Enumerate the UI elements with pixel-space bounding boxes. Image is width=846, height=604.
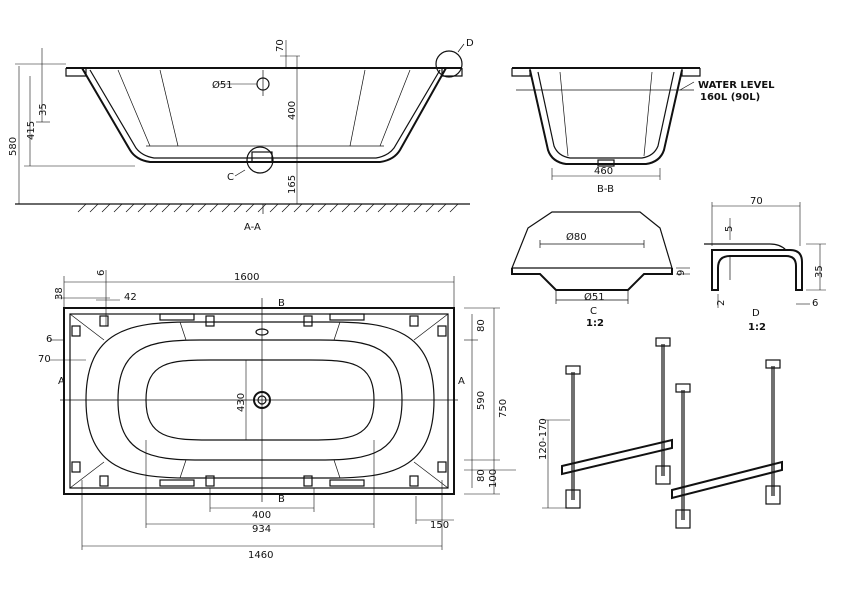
dim-legs-120-170: 120-170 bbox=[538, 418, 549, 460]
dim-plan-934: 934 bbox=[252, 524, 271, 535]
dim-plan-6-top: 6 bbox=[96, 270, 107, 276]
dim-aa-165: 165 bbox=[287, 175, 298, 194]
water-level-line1: WATER LEVEL bbox=[698, 80, 775, 91]
detail-c-circle bbox=[246, 146, 274, 174]
marker-d-label: D bbox=[466, 38, 474, 49]
section-aa-elevation: 70 Ø51 35 415 580 400 165 C D A-A bbox=[8, 38, 474, 233]
dim-plan-150: 150 bbox=[430, 520, 449, 531]
support-legs: 120-170 bbox=[538, 337, 783, 529]
detail-d-scale: 1:2 bbox=[748, 322, 766, 333]
dim-plan-750: 750 bbox=[498, 399, 509, 418]
dim-aa-51: Ø51 bbox=[212, 79, 233, 91]
section-aa-title: A-A bbox=[244, 222, 261, 233]
water-level-line2: 160L (90L) bbox=[700, 92, 760, 103]
detail-d: 70 5 35 2 6 D 1:2 bbox=[704, 196, 826, 333]
dim-aa-70: 70 bbox=[275, 39, 286, 52]
dim-plan-400: 400 bbox=[252, 510, 271, 521]
dim-aa-415: 415 bbox=[26, 121, 37, 140]
dim-d-2: 2 bbox=[716, 300, 727, 306]
dim-aa-400: 400 bbox=[287, 101, 298, 120]
dim-plan-1600: 1600 bbox=[234, 272, 259, 283]
section-bb-title: B-B bbox=[597, 184, 614, 195]
dim-d-5: 5 bbox=[724, 226, 735, 232]
plan-view: 6 38 42 1600 6 70 80 430 590 750 80 100 … bbox=[38, 270, 516, 561]
dim-plan-70: 70 bbox=[38, 354, 51, 365]
detail-c: Ø80 Ø51 9 C 1:2 bbox=[511, 211, 690, 329]
section-marker-b-top: B bbox=[278, 298, 285, 309]
section-marker-a-right: A bbox=[458, 376, 465, 387]
detail-d-circle bbox=[435, 50, 463, 78]
section-marker-a-left: A bbox=[58, 376, 65, 387]
dim-plan-590: 590 bbox=[476, 391, 487, 410]
dim-plan-38: 38 bbox=[54, 287, 65, 300]
marker-c-label: C bbox=[227, 172, 234, 183]
detail-c-title: C bbox=[590, 306, 597, 317]
dim-c-80: Ø80 bbox=[566, 231, 587, 243]
dim-d-6: 6 bbox=[812, 298, 818, 309]
detail-c-scale: 1:2 bbox=[586, 318, 604, 329]
detail-d-title: D bbox=[752, 308, 760, 319]
dim-plan-42: 42 bbox=[124, 292, 137, 303]
dim-plan-80-bot: 80 bbox=[476, 469, 487, 482]
dim-c-9: 9 bbox=[676, 270, 687, 276]
dim-plan-430: 430 bbox=[236, 393, 247, 412]
section-bb: 460 B-B WATER LEVEL 160L (90L) bbox=[511, 67, 775, 195]
dim-aa-580: 580 bbox=[8, 137, 19, 156]
dim-plan-1460: 1460 bbox=[248, 550, 273, 561]
dim-plan-100: 100 bbox=[488, 469, 499, 488]
dim-c-51: Ø51 bbox=[584, 291, 605, 303]
dim-d-35: 35 bbox=[814, 265, 825, 278]
dim-bb-460: 460 bbox=[594, 166, 613, 177]
dim-aa-35: 35 bbox=[38, 103, 49, 116]
dim-plan-80-top: 80 bbox=[476, 319, 487, 332]
dim-plan-6-left: 6 bbox=[46, 334, 52, 345]
section-marker-b-bottom: B bbox=[278, 494, 285, 505]
dim-d-70: 70 bbox=[750, 196, 763, 207]
